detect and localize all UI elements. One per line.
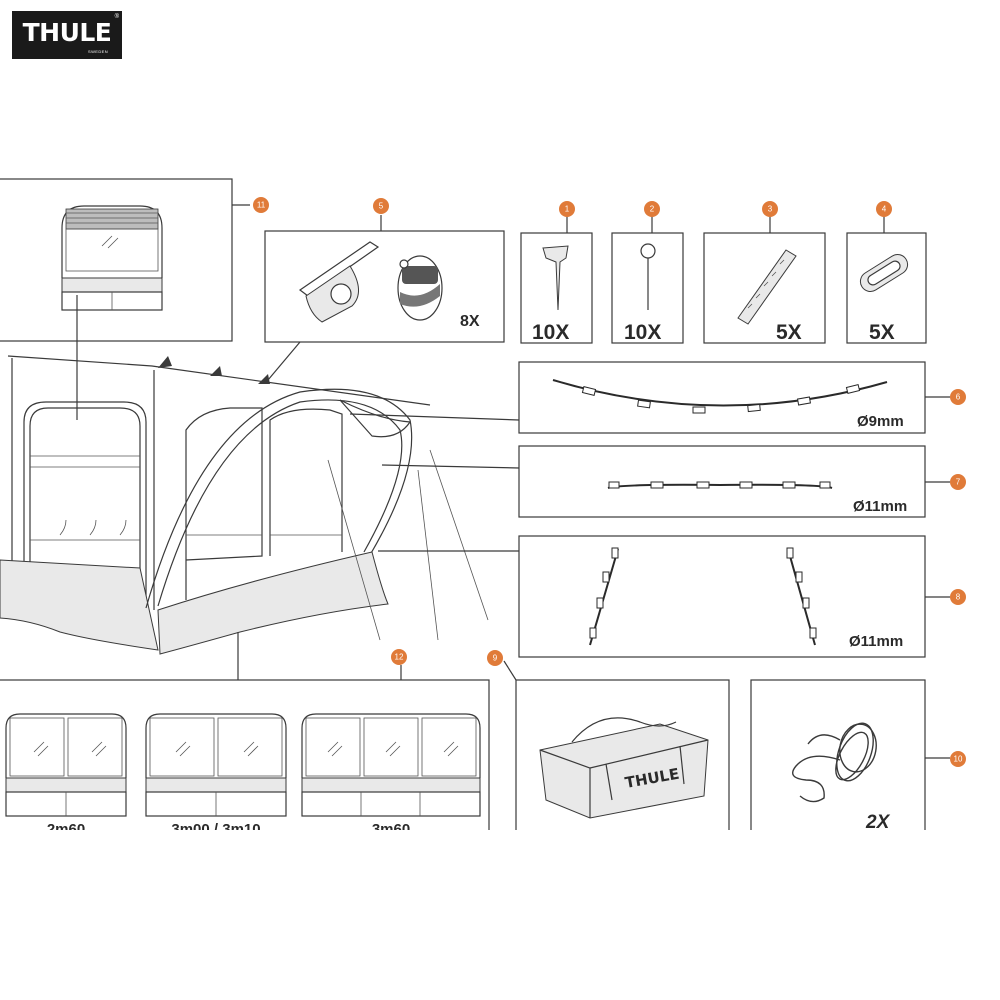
callout-10: 10	[950, 751, 966, 767]
callout-circle	[391, 649, 407, 665]
logo-subtext: SWEDEN	[88, 49, 108, 54]
logo-wordmark: THULE	[22, 18, 112, 47]
callout-circle	[644, 201, 660, 217]
part-12-panels: 2m60 3m00 / 3m10 3m60	[0, 665, 490, 851]
pole7-diameter: Ø11mm	[853, 498, 907, 515]
cord-quantity: 2X	[865, 812, 891, 833]
pin-quantity: 10X	[624, 321, 661, 344]
callout-number: 6	[956, 393, 961, 402]
part-7-pole: Ø11mm	[518, 445, 950, 518]
part-11-window-panel	[0, 178, 250, 420]
callout-circle	[373, 198, 389, 214]
part-5-clips: 8X	[264, 215, 505, 381]
callout-circle	[950, 389, 966, 405]
callout-number: 1	[565, 205, 570, 214]
callout-circle	[487, 650, 503, 666]
callout-number: 4	[882, 205, 887, 214]
callout-5: 5	[373, 198, 389, 214]
part-4-rings: 5X	[846, 215, 927, 344]
callout-number: 10	[954, 755, 963, 764]
callout-circle	[876, 201, 892, 217]
callout-circle	[253, 197, 269, 213]
part-2-pins: 10X	[611, 215, 684, 344]
callout-11: 11	[253, 197, 269, 213]
part-6-pole: Ø9mm	[518, 361, 950, 434]
strap-quantity: 5X	[776, 321, 802, 344]
logo-registered-mark: ®	[114, 14, 119, 20]
callout-number: 5	[379, 202, 384, 211]
callout-number: 8	[956, 593, 961, 602]
peg-quantity: 10X	[532, 321, 569, 344]
callout-circle	[950, 751, 966, 767]
callout-7: 7	[950, 474, 966, 490]
callout-4: 4	[876, 201, 892, 217]
part-9-carry-bag: THULE	[503, 660, 730, 851]
ring-quantity: 5X	[869, 321, 895, 344]
callout-number: 12	[395, 653, 404, 662]
part-8-side-poles: Ø11mm	[518, 535, 950, 658]
callout-8: 8	[950, 589, 966, 605]
callout-2: 2	[644, 201, 660, 217]
part-1-pegs: 10X	[520, 215, 593, 344]
part-10-guy-cords: 2X	[750, 679, 950, 851]
callout-number: 3	[768, 205, 773, 214]
thule-logo: THULE SWEDEN ®	[12, 11, 122, 59]
callout-number: 2	[650, 205, 655, 214]
callout-number: 9	[493, 654, 498, 663]
callout-number: 11	[257, 201, 266, 210]
pole6-diameter: Ø9mm	[857, 413, 904, 430]
callout-circle	[950, 589, 966, 605]
callout-number: 7	[956, 478, 961, 487]
callout-circle	[559, 201, 575, 217]
clip-quantity: 8X	[460, 313, 480, 330]
callout-1: 1	[559, 201, 575, 217]
callout-circle	[762, 201, 778, 217]
callout-circle	[950, 474, 966, 490]
panel-3m60: 3m60	[301, 713, 481, 838]
pole8-diameter: Ø11mm	[849, 633, 903, 650]
callout-9: 9	[487, 650, 503, 666]
callout-3: 3	[762, 201, 778, 217]
awning-tent-illustration	[0, 355, 520, 680]
part-3-straps: 5X	[703, 215, 826, 344]
callout-12: 12	[391, 649, 407, 665]
callout-6: 6	[950, 389, 966, 405]
